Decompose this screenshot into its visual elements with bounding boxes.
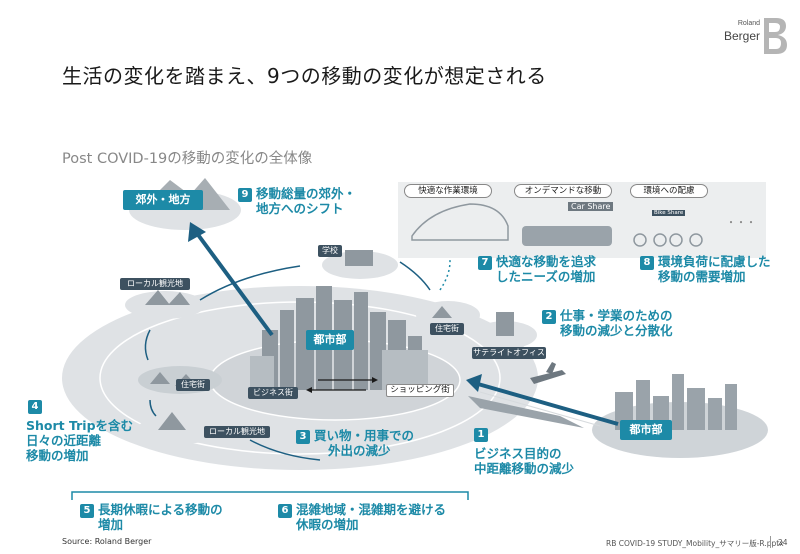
- school-cluster: [322, 250, 398, 279]
- change-7-text: 快適な移動を追求したニーズの増加: [496, 254, 597, 284]
- footer-page-number: 24: [778, 538, 788, 547]
- panel-label-environment: 環境への配慮: [630, 184, 708, 198]
- change-6-number: 6: [278, 504, 292, 518]
- page-title: 生活の変化を踏まえ、9つの移動の変化が想定される: [62, 64, 547, 88]
- label-city-right: 都市部: [620, 420, 672, 440]
- logo-text-small: Roland: [737, 20, 760, 27]
- change-8-number: 8: [640, 256, 654, 270]
- change-4-number: 4: [28, 400, 42, 414]
- change-9-text: 移動総量の郊外・地方へのシフト: [256, 186, 357, 216]
- change-3-number: 3: [296, 430, 310, 444]
- diagram-subtitle: Post COVID-19の移動の変化の全体像: [62, 151, 313, 167]
- satellite-office-cluster: [473, 312, 537, 349]
- bike-share-sign: Bike Share: [652, 210, 686, 216]
- car-interior-illustration: [411, 203, 509, 241]
- car-share-sign: Car Share: [568, 202, 614, 211]
- change-1-text: ビジネス目的の中距離移動の減少: [474, 446, 575, 476]
- label-suburb: 郊外・地方: [123, 190, 203, 210]
- change-9-number: 9: [238, 188, 252, 202]
- logo-b-mark: [764, 18, 787, 54]
- airplane-illustration: [530, 362, 566, 384]
- panel-label-comfortable-work: 快適な作業環境: [404, 184, 492, 198]
- label-local-tourism-top: ローカル観光地: [120, 278, 190, 290]
- label-residential-left: 住宅街: [176, 379, 210, 391]
- change-2-text: 仕事・学業のための移動の減少と分散化: [560, 308, 673, 338]
- panel-label-on-demand: オンデマンドな移動: [514, 184, 612, 198]
- change-4-text: Short Tripを含む日々の近距離移動の増加: [26, 418, 134, 463]
- label-residential-right: 住宅街: [430, 323, 464, 335]
- local-tourism-top-cluster: [125, 290, 205, 319]
- bike-share-illustration: [633, 233, 703, 247]
- change-6-text: 混雑地域・混雑期を避ける休暇の増加: [296, 502, 447, 532]
- local-tourism-bottom-cluster: [136, 412, 224, 444]
- change-7-number: 7: [478, 256, 492, 270]
- train-illustration: [468, 396, 584, 428]
- roland-berger-logo: Roland Berger: [712, 14, 788, 60]
- footer-source: Source: Roland Berger: [62, 537, 152, 546]
- change-3-text: 買い物・用事での外出の減少: [314, 428, 415, 458]
- dotted-connector: [439, 234, 451, 291]
- change-2-number: 2: [542, 310, 556, 324]
- residential-right-cluster: [416, 301, 480, 329]
- label-local-tourism-bottom: ローカル観光地: [204, 426, 270, 438]
- label-satellite-office: サテライトオフィス: [472, 347, 546, 359]
- intercity-arrows: [466, 374, 619, 427]
- label-business-district: ビジネス街: [248, 387, 298, 399]
- label-shopping-district: ショッピング街: [386, 384, 454, 397]
- change-1-number: 1: [474, 428, 488, 442]
- panel-ellipsis: ・・・: [726, 218, 756, 229]
- label-city-center: 都市部: [306, 330, 354, 350]
- change-8-text: 環境負荷に配慮した移動の需要増加: [658, 254, 771, 284]
- logo-text-large: Berger: [723, 29, 760, 43]
- label-school: 学校: [318, 245, 342, 257]
- circulation-arrows: [144, 261, 431, 461]
- change-5-text: 長期休暇による移動の増加: [98, 502, 223, 532]
- car-share-illustration: [522, 226, 612, 246]
- bottom-bracket: [71, 491, 469, 500]
- footer-divider: [770, 536, 771, 548]
- footer-filename: RB COVID-19 STUDY_Mobility_サマリー版-R.pptx: [606, 539, 784, 548]
- business-shopping-arrows: [306, 377, 378, 393]
- change-5-number: 5: [80, 504, 94, 518]
